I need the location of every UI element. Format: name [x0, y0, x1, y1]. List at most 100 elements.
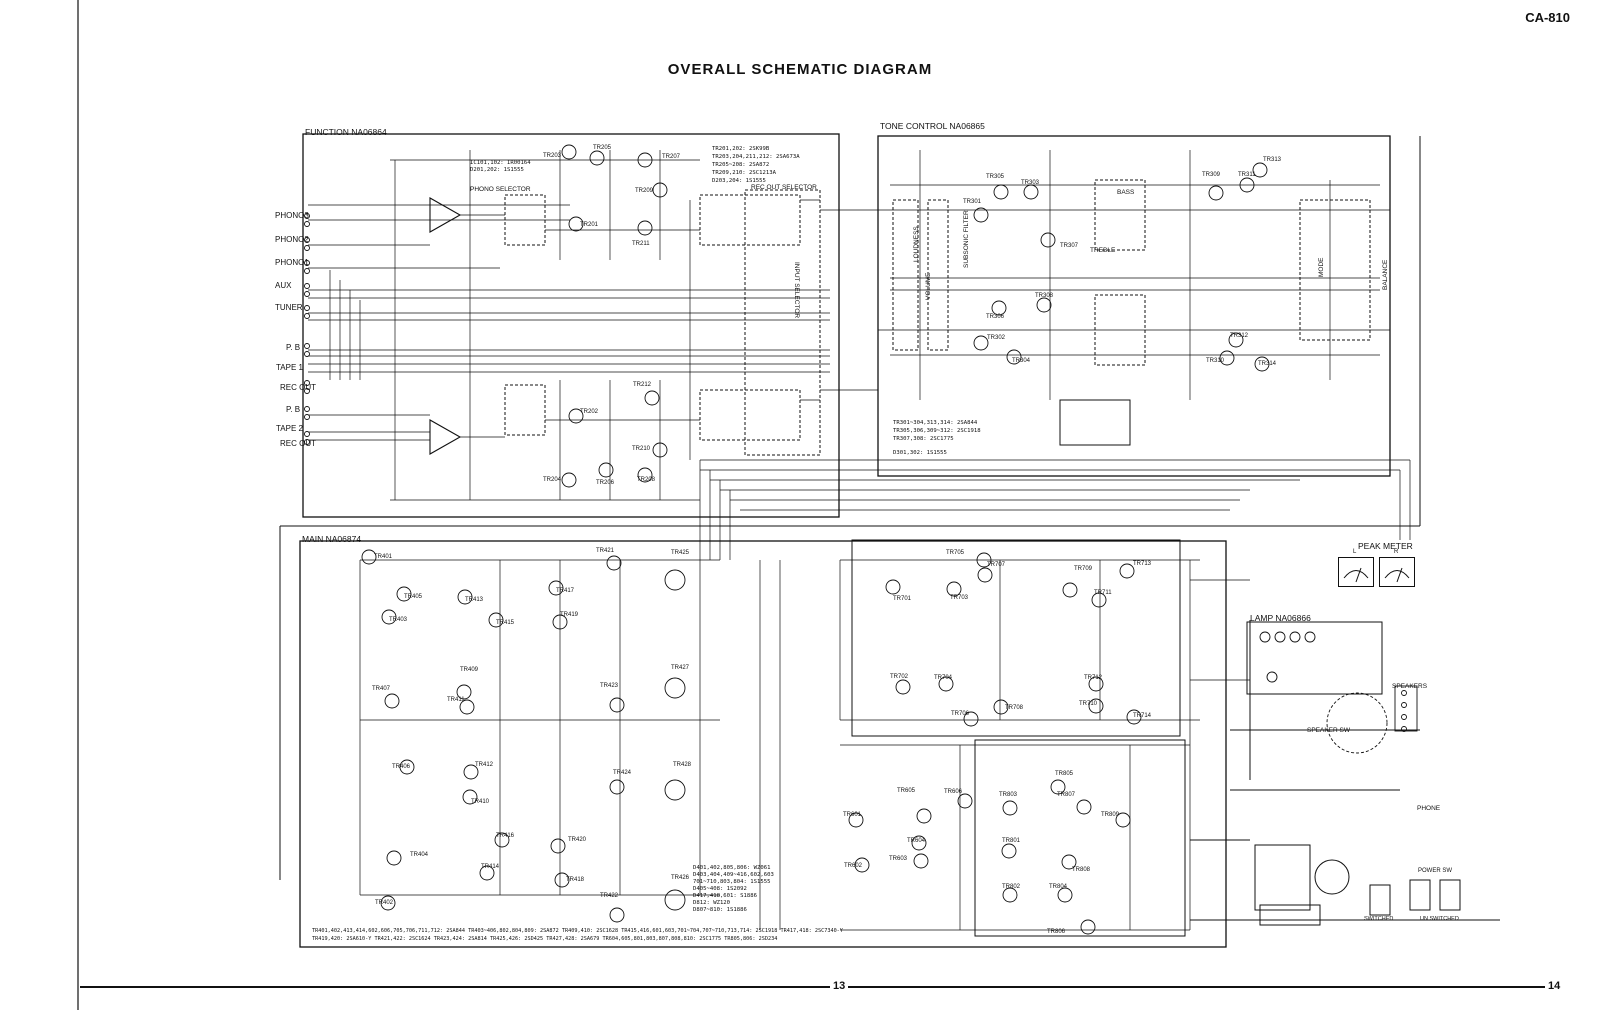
- tape1-pb: P. B: [286, 343, 301, 352]
- tr-label: TR702: [890, 674, 909, 680]
- tr-label: TR203: [543, 153, 562, 159]
- phono-selector-label: PHONO SELECTOR: [470, 186, 531, 193]
- tr-label: TR804: [1049, 884, 1068, 890]
- speaker-sw-label: SPEAKER SW: [1307, 727, 1350, 734]
- tr-label: TR305: [986, 174, 1005, 180]
- tape2-label: TAPE 2: [276, 424, 303, 433]
- volume-label: VOLUME: [925, 272, 932, 300]
- tr-label: TR703: [950, 595, 969, 601]
- main-note-6: D812: WZ120: [693, 900, 731, 906]
- mode-label: MODE: [1318, 257, 1325, 278]
- tone-board-outline: [877, 135, 1391, 477]
- main-note-1: D401,402,805,806: WZ061: [693, 865, 771, 871]
- unswitched-outlet-label: UN SWITCHED: [1420, 916, 1459, 922]
- tr-label: TR302: [987, 335, 1006, 341]
- input-phono1: PHONO1: [275, 258, 309, 267]
- meter-dial-icon: [1384, 567, 1410, 583]
- function-tr-note-4: TR209,210: 2SC1213A: [712, 170, 776, 176]
- tr-label: TR603: [889, 856, 908, 862]
- tr-label: TR404: [410, 852, 429, 858]
- tr-label: TR301: [963, 199, 982, 205]
- function-tr-note-3: TR205~208: 2SA872: [712, 162, 770, 168]
- tr-label: TR712: [1084, 675, 1103, 681]
- tr-label: TR201: [580, 222, 599, 228]
- bottom-note-1: TR401,402,413,414,602,606,705,706,711,71…: [312, 928, 843, 934]
- main-note-3: 701~710,803,804: 1S1555: [693, 879, 771, 885]
- tr-label: TR709: [1074, 566, 1093, 572]
- tr-label: TR422: [600, 893, 619, 899]
- tr-label: TR405: [404, 594, 423, 600]
- tape2-pb: P. B: [286, 405, 301, 414]
- input-phono2: PHONO2: [275, 235, 309, 244]
- tr-label: TR806: [1047, 929, 1066, 935]
- ic-note-2: D201,202: 1S1555: [470, 167, 524, 173]
- model-number: CA-810: [1525, 10, 1570, 25]
- loudness-label: LOUDNESS: [913, 226, 920, 262]
- tr-label: TR808: [1072, 867, 1091, 873]
- tr-label: TR601: [843, 812, 862, 818]
- bottom-note-2: TR419,420: 2SA610-Y TR421,422: 2SC1624 T…: [312, 936, 778, 942]
- function-tr-note-2: TR203,204,211,212: 2SA673A: [712, 154, 800, 160]
- main-board-label: MAIN NA06874: [302, 534, 362, 544]
- tr-label: TR803: [999, 792, 1018, 798]
- bass-label: BASS: [1117, 189, 1135, 196]
- function-board-label: FUNCTION NA06864: [305, 127, 387, 137]
- tr-label: TR807: [1057, 792, 1076, 798]
- tr-label: TR207: [662, 154, 681, 160]
- tr-label: TR714: [1133, 713, 1152, 719]
- peak-meter-label: PEAK METER: [1358, 541, 1413, 551]
- tr-label: TR303: [1021, 180, 1040, 186]
- function-board-outline: [302, 133, 840, 518]
- tr-label: TR205: [593, 145, 612, 151]
- tr-label: TR415: [496, 620, 515, 626]
- tr-label: TR425: [671, 550, 690, 556]
- tr-label: TR413: [465, 597, 484, 603]
- tr-label: TR710: [1079, 701, 1098, 707]
- tr-label: TR312: [1230, 333, 1249, 339]
- tr-label: TR420: [568, 837, 587, 843]
- tr-label: TR419: [560, 612, 579, 618]
- tone-note-2: TR305,306,309~312: 2SC1918: [893, 428, 981, 434]
- tr-label: TR410: [471, 799, 490, 805]
- tr-label: TR211: [632, 241, 650, 247]
- main-note-2: D403,404,409~416,602,603: [693, 872, 774, 878]
- tr-label: TR314: [1258, 361, 1277, 367]
- tr-label: TR605: [897, 788, 916, 794]
- tr-label: TR304: [1012, 358, 1031, 364]
- tr-label: TR701: [893, 596, 912, 602]
- tr-label: TR409: [460, 667, 479, 673]
- tr-label: TR708: [1005, 705, 1024, 711]
- speakers-label: SPEAKERS: [1392, 683, 1428, 690]
- tr-label: TR311: [1238, 172, 1256, 178]
- balance-label: BALANCE: [1382, 259, 1389, 290]
- tr-label: TR414: [481, 864, 500, 870]
- switched-outlet-label: SWITCHED: [1364, 916, 1394, 922]
- tape1-rec-out: REC OUT: [280, 383, 316, 392]
- tr-label: TR209: [635, 188, 654, 194]
- subsonic-filter-label: SUBSONIC FILTER: [963, 210, 970, 268]
- function-tr-note-5: D203,204: 1S1555: [712, 178, 766, 184]
- tr-label: TR202: [580, 409, 599, 415]
- tr-label: TR313: [1263, 157, 1282, 163]
- tr-label: TR212: [633, 382, 652, 388]
- tr-label: TR306: [986, 314, 1005, 320]
- tr-label: TR705: [946, 550, 965, 556]
- input-aux: AUX: [275, 281, 292, 290]
- tr-label: TR210: [632, 446, 651, 452]
- tr-label: TR805: [1055, 771, 1074, 777]
- page-number-right: 14: [1548, 980, 1561, 992]
- tr-label: TR402: [375, 900, 394, 906]
- tr-label: TR801: [1002, 838, 1021, 844]
- tr-label: TR401: [374, 554, 393, 560]
- peak-meter-left: [1338, 557, 1374, 587]
- meter-label-l: L: [1353, 549, 1357, 555]
- rec-out-selector-label: REC OUT SELECTOR: [751, 184, 817, 191]
- tone-note-4: D301,302: 1S1555: [893, 450, 947, 456]
- peak-meter-right: [1379, 557, 1415, 587]
- main-note-4: D405~408: 1S2092: [693, 886, 747, 892]
- tr-label: TR403: [389, 617, 408, 623]
- tr-label: TR204: [543, 477, 562, 483]
- tr-label: TR308: [1035, 293, 1054, 299]
- tr-label: TR711: [1094, 590, 1112, 596]
